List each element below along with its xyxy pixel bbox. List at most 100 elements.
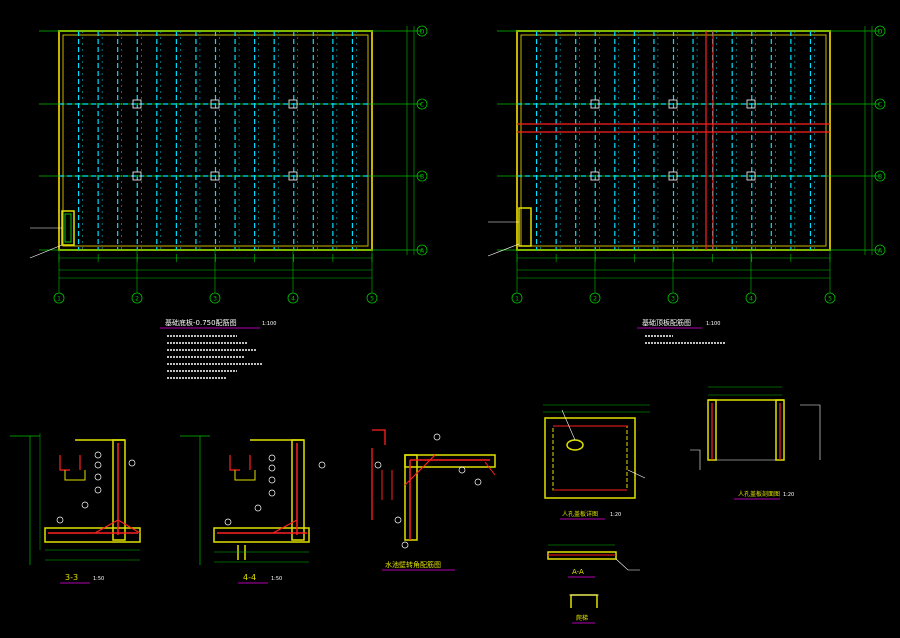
rebar-tag <box>268 476 276 484</box>
axis-bubble <box>366 292 378 304</box>
rebar-tag <box>224 518 232 526</box>
section-scale: 1:50 <box>271 576 282 582</box>
axis-bubble <box>874 98 886 110</box>
section-4-4: 4-4 1:50 <box>180 435 326 584</box>
axis-label: D <box>420 29 425 36</box>
axis-bubble <box>416 244 428 256</box>
axis-label: 3 <box>213 296 217 303</box>
section-a-a: A-A <box>547 544 640 578</box>
column-node <box>668 171 678 181</box>
section-label: 4-4 <box>243 573 256 582</box>
rebar-tag <box>268 454 276 462</box>
detail-scale: 1:20 <box>783 492 794 498</box>
plan-title: 基础底板-0.750配筋图 <box>165 318 237 327</box>
axis-bubble <box>53 292 65 304</box>
column-node <box>668 99 678 109</box>
rebar-grid: D C B A <box>497 25 886 256</box>
section-scale: 1:50 <box>93 576 104 582</box>
section-label: 3-3 <box>65 573 78 582</box>
wall <box>291 439 305 541</box>
axis-bubble <box>745 292 757 304</box>
column-node <box>132 171 142 181</box>
axis-label: B <box>878 174 882 181</box>
left-foundation-plan: D C B A 1 2 3 4 5 基础底板-0.750配筋图 1:100 <box>29 25 428 379</box>
axis-bubble <box>824 292 836 304</box>
axis-label: B <box>420 174 424 181</box>
axis-label: 4 <box>291 296 295 303</box>
axis-bubble <box>874 25 886 37</box>
axis-bubble <box>416 25 428 37</box>
leader <box>29 244 63 259</box>
rebar-grid: D C B A <box>39 25 428 256</box>
rebar-tag <box>458 466 466 474</box>
column-node <box>590 99 600 109</box>
plan-notes <box>167 335 262 379</box>
axis-bubble <box>667 292 679 304</box>
rebar-tag <box>94 461 102 469</box>
rebar-tag <box>394 516 402 524</box>
section-3-3: 3-3 1:50 <box>10 433 141 584</box>
axis-label: 2 <box>135 296 139 303</box>
axis-label: A <box>878 248 883 255</box>
axis-bubble <box>589 292 601 304</box>
axis-bubble <box>874 170 886 182</box>
rebar-tag <box>268 489 276 497</box>
detail-label: A-A <box>572 568 584 576</box>
axis-bubble <box>209 292 221 304</box>
rebar-tag <box>56 516 64 524</box>
manhole-section: 人孔盖板剖面图 1:20 <box>690 386 821 500</box>
axis-bubble <box>416 98 428 110</box>
axis-label: C <box>420 102 424 109</box>
column-node <box>590 171 600 181</box>
footing <box>44 527 141 543</box>
axis-bubble <box>287 292 299 304</box>
rebar-tag <box>128 459 136 467</box>
column-node <box>210 99 220 109</box>
corner-rebar-detail: 水池壁转角配筋图 <box>371 429 496 571</box>
ladder-step-detail: 爬梯 <box>569 594 599 624</box>
detail-label: 水池壁转角配筋图 <box>385 560 441 569</box>
column-node <box>746 99 756 109</box>
rebar-tag <box>81 501 89 509</box>
detail-label: 人孔盖板剖面图 <box>738 490 780 498</box>
axis-label: 3 <box>671 296 675 303</box>
column-node <box>288 99 298 109</box>
dimension-lines: 1 2 3 4 5 <box>511 26 873 304</box>
rebar-tag <box>268 464 276 472</box>
axis-bubble <box>511 292 523 304</box>
axis-label: 4 <box>749 296 753 303</box>
axis-label: 5 <box>370 296 374 303</box>
plan-scale: 1:100 <box>262 321 276 327</box>
plan-scale: 1:100 <box>706 321 720 327</box>
axis-label: C <box>878 102 882 109</box>
wall <box>112 439 126 541</box>
rebar-tag <box>474 478 482 486</box>
axis-label: 1 <box>57 296 61 303</box>
rebar-tag <box>401 541 409 549</box>
axis-label: 1 <box>515 296 519 303</box>
manhole-cover-plan: 人孔盖板详图 1:20 <box>543 404 650 520</box>
rebar-tag <box>94 473 102 481</box>
column-node <box>288 171 298 181</box>
axis-label: A <box>420 248 425 255</box>
rebar-tag <box>94 451 102 459</box>
detail-label: 爬梯 <box>576 614 588 622</box>
rebar-tag <box>318 461 326 469</box>
axis-bubble <box>416 170 428 182</box>
leader <box>487 243 520 257</box>
sump-detail <box>518 207 532 247</box>
rebar-tag <box>433 433 441 441</box>
column-node <box>210 171 220 181</box>
plan-notes <box>645 335 725 344</box>
axis-label: 5 <box>828 296 832 303</box>
rebar-tag <box>254 504 262 512</box>
sump-detail-inner <box>64 213 72 243</box>
axis-label: D <box>878 29 883 36</box>
sump-detail <box>61 210 75 246</box>
axis-bubble <box>874 244 886 256</box>
axis-label: 2 <box>593 296 597 303</box>
column-node <box>132 99 142 109</box>
